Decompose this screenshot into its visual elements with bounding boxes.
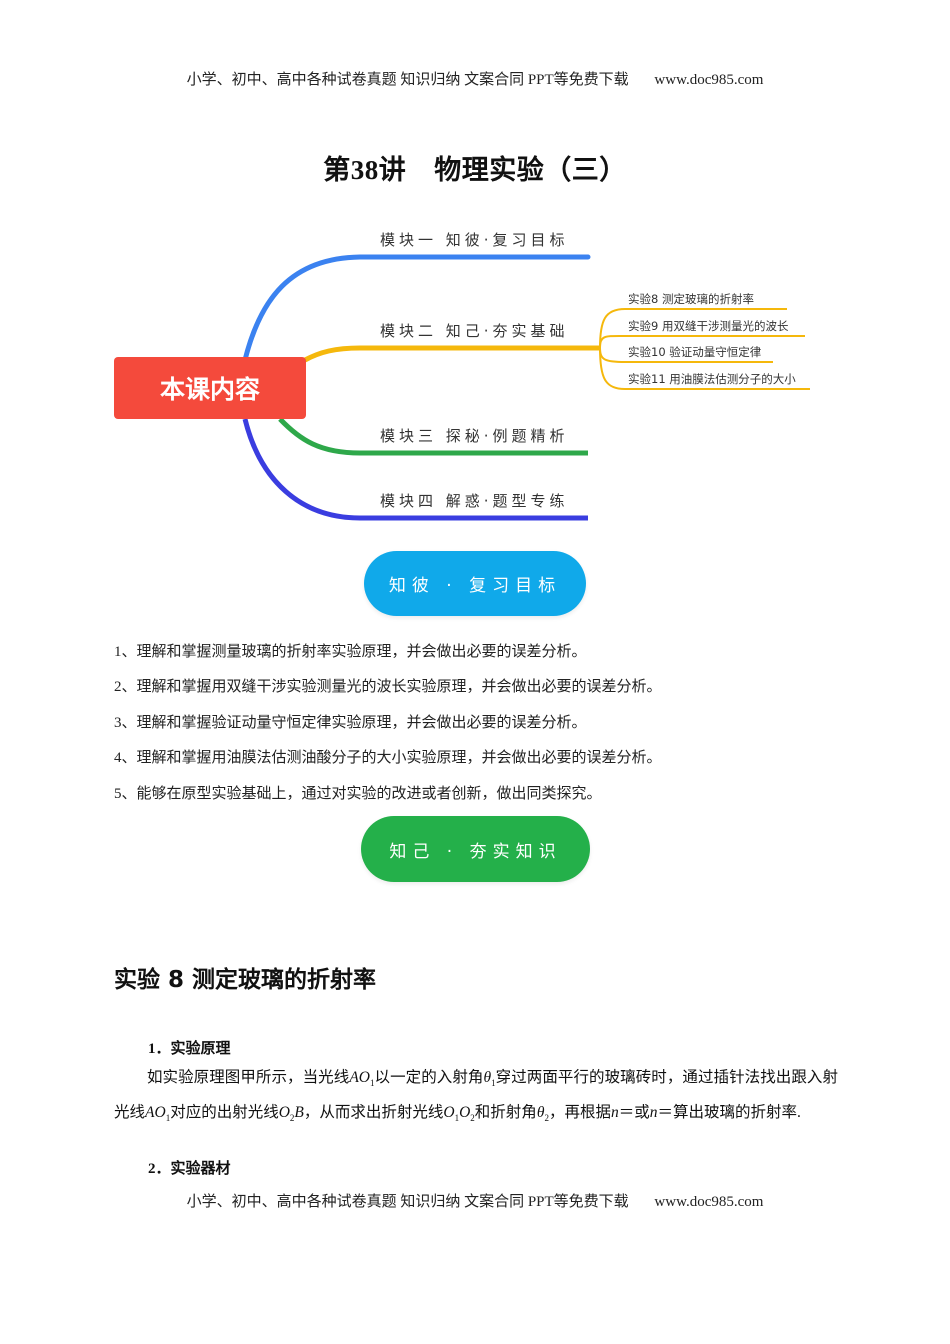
review-goals-banner: 知彼 · 复习目标: [364, 551, 586, 616]
branch-module-4: 模块四 解惑·题型专练: [380, 492, 569, 510]
footer-url: www.doc985.com: [654, 1194, 764, 1210]
lecture-number: 第38讲: [323, 155, 407, 185]
header-text: 小学、初中、高中各种试卷真题 知识归纳 文案合同 PPT等免费下载: [186, 72, 629, 88]
lecture-topic: 物理实验（三）: [434, 155, 627, 185]
page-footer: 小学、初中、高中各种试卷真题 知识归纳 文案合同 PPT等免费下载 www.do…: [0, 1190, 950, 1211]
branch-module-2: 模块二 知己·夯实基础: [380, 322, 569, 340]
goal-item-2: 2、理解和掌握用双缝干涉实验测量光的波长实验原理，并会做出必要的误差分析。: [114, 679, 662, 695]
section-title: 实验 8 测定玻璃的折射率: [114, 967, 377, 993]
principle-paragraph: 如实验原理图甲所示，当光线AO1以一定的入射角θ1穿过两面平行的玻璃砖时，通过插…: [114, 1069, 838, 1124]
goal-item-5: 5、能够在原型实验基础上，通过对实验的改进或者创新，做出同类探究。: [114, 786, 602, 802]
footer-text: 小学、初中、高中各种试卷真题 知识归纳 文案合同 PPT等免费下载: [186, 1194, 629, 1210]
branch-module-3: 模块三 探秘·例题精析: [380, 427, 569, 445]
page-title: 第38讲物理实验（三）: [0, 148, 950, 187]
goal-item-4: 4、理解和掌握用油膜法估测油酸分子的大小实验原理，并会做出必要的误差分析。: [114, 750, 662, 766]
goal-item-3: 3、理解和掌握验证动量守恒定律实验原理，并会做出必要的误差分析。: [114, 715, 587, 731]
subheading-principle: 1．实验原理: [148, 1039, 231, 1057]
sub-branch-experiment-8: 实验8 测定玻璃的折射率: [628, 292, 754, 306]
mindmap-center-node: 本课内容: [114, 357, 306, 419]
page-header: 小学、初中、高中各种试卷真题 知识归纳 文案合同 PPT等免费下载 www.do…: [0, 68, 950, 89]
goal-item-1: 1、理解和掌握测量玻璃的折射率实验原理，并会做出必要的误差分析。: [114, 644, 587, 660]
sub-branch-experiment-11: 实验11 用油膜法估测分子的大小: [628, 372, 796, 386]
foundation-banner: 知己 · 夯实知识: [361, 816, 590, 882]
subheading-equipment: 2．实验器材: [148, 1159, 231, 1177]
course-mindmap: 本课内容 模块一 知彼·复习目标 模块二 知己·夯实基础 模块三 探秘·例题精析…: [0, 0, 950, 540]
branch-module-1: 模块一 知彼·复习目标: [380, 231, 569, 249]
header-url: www.doc985.com: [654, 72, 764, 88]
mindmap-lines: [242, 254, 810, 521]
sub-branch-experiment-9: 实验9 用双缝干涉测量光的波长: [628, 319, 789, 333]
sub-branch-experiment-10: 实验10 验证动量守恒定律: [628, 345, 762, 359]
